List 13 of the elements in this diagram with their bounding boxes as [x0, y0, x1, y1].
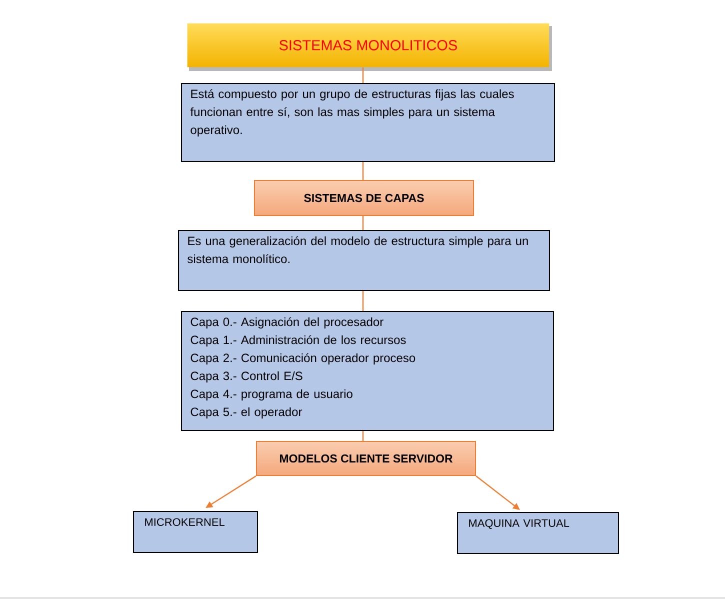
connector-line	[362, 216, 364, 230]
heading-box: MODELOS CLIENTE SERVIDOR	[256, 441, 476, 476]
heading-box: SISTEMAS DE CAPAS	[254, 180, 474, 216]
text-box: Es una generalización del modelo de estructura simple para un sistema monolítico.	[178, 230, 550, 291]
title-box: SISTEMAS MONOLITICOS	[187, 23, 552, 71]
connector-line	[362, 431, 364, 441]
connector-line	[362, 162, 364, 180]
connector-line	[362, 291, 364, 311]
label-box: MICROKERNEL	[133, 511, 258, 553]
text-box: Capa 0.- Asignación del procesador Capa 1.- Administración de los recursos Capa 2.- Comunicación operador proceso Capa 3.- Control E/S Capa 4.- programa de usuario Capa 5.- el operador	[181, 311, 554, 431]
connector-line	[362, 67, 364, 83]
text-box: Está compuesto por un grupo de estructuras fijas las cuales funcionan entre sí, son las mas simples para un sistema operativo.	[181, 83, 555, 162]
label-box: MAQUINA VIRTUAL	[457, 512, 619, 554]
